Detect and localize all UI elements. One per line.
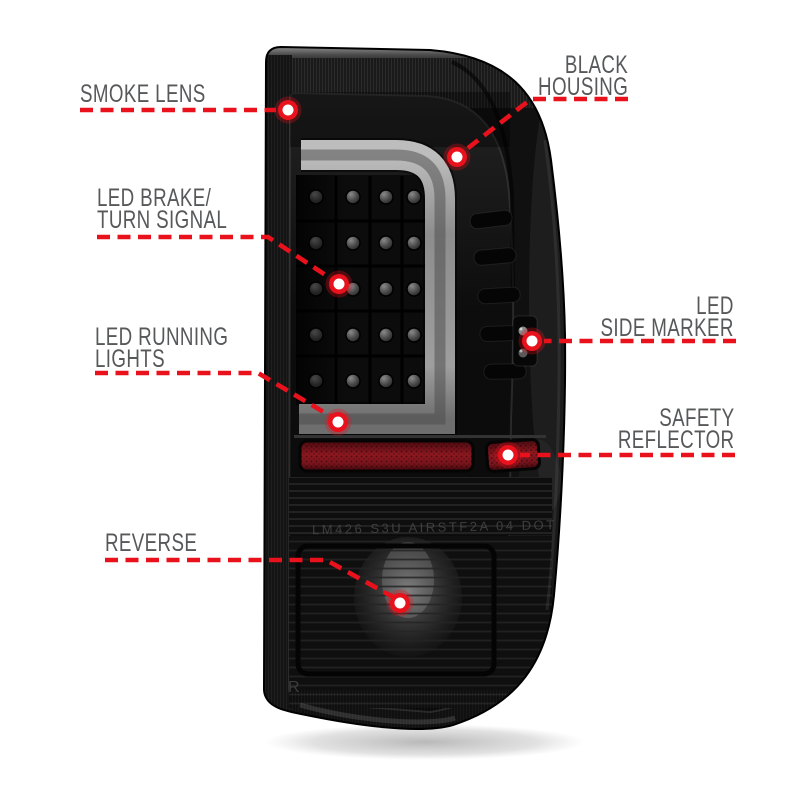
callout-text: SAFETY [658, 404, 734, 432]
lens-top-shade [290, 92, 510, 147]
lens-groove [451, 60, 515, 301]
callout-text: BLACK [564, 51, 628, 79]
callout-label-reverse: REVERSE [105, 529, 198, 557]
callout-text: TURN SIGNAL [97, 206, 228, 234]
leader-reverse [105, 557, 414, 617]
callout-label-smoke-lens: SMOKE LENS [80, 80, 206, 108]
leader-led-running-lights [95, 370, 352, 436]
housing-edge [262, 45, 567, 730]
trim-strip [294, 435, 546, 438]
leader-black-housing [443, 96, 628, 171]
callout-text: SMOKE LENS [80, 80, 206, 108]
lamp-shadow [265, 724, 585, 760]
smoke-lens-dot [282, 104, 294, 116]
callout-text: LED [696, 292, 734, 320]
callout-label-led-running-lights: LED RUNNING LIGHTS [95, 323, 229, 373]
dot-marking-text: LM426 S3U AIRSTF2A 04 DOT [312, 517, 557, 537]
side-marker-dot [526, 335, 538, 347]
leader-led-side-marker [518, 327, 736, 355]
callout-text: REVERSE [105, 529, 198, 557]
brake-reflector [298, 439, 475, 473]
light-bar-core [299, 149, 446, 425]
callout-text: LED RUNNING [95, 323, 229, 351]
led-running-dot [332, 416, 344, 428]
bottom-rim-highlight [299, 702, 456, 725]
callout-text: HOUSING [537, 73, 628, 101]
safety-reflector-dot [502, 449, 514, 461]
reverse-r-marking: R [288, 679, 300, 696]
callout-label-led-brake-turn-signal: LED BRAKE/ TURN SIGNAL [97, 184, 228, 234]
callout-label-led-side-marker: LED SIDE MARKER [600, 292, 734, 342]
callout-text: SIDE MARKER [600, 314, 734, 342]
leader-safety-reflector [494, 441, 735, 469]
housing-slots [469, 209, 527, 380]
callout-label-black-housing: BLACK HOUSING [537, 51, 628, 101]
callout-label-safety-reflector: SAFETY REFLECTOR [617, 404, 734, 454]
ribbed-band-lines [289, 477, 552, 535]
reverse-dot [394, 597, 406, 609]
led-brake-dot [333, 278, 345, 290]
black-housing-dot [451, 151, 463, 163]
callout-text: REFLECTOR [617, 426, 734, 454]
right-rim-highlight [543, 139, 561, 611]
leader-smoke-lens [80, 96, 302, 124]
callout-text: LIGHTS [95, 345, 165, 373]
callout-text: LED BRAKE/ [97, 184, 212, 212]
leader-led-brake-turn-signal [97, 234, 353, 298]
